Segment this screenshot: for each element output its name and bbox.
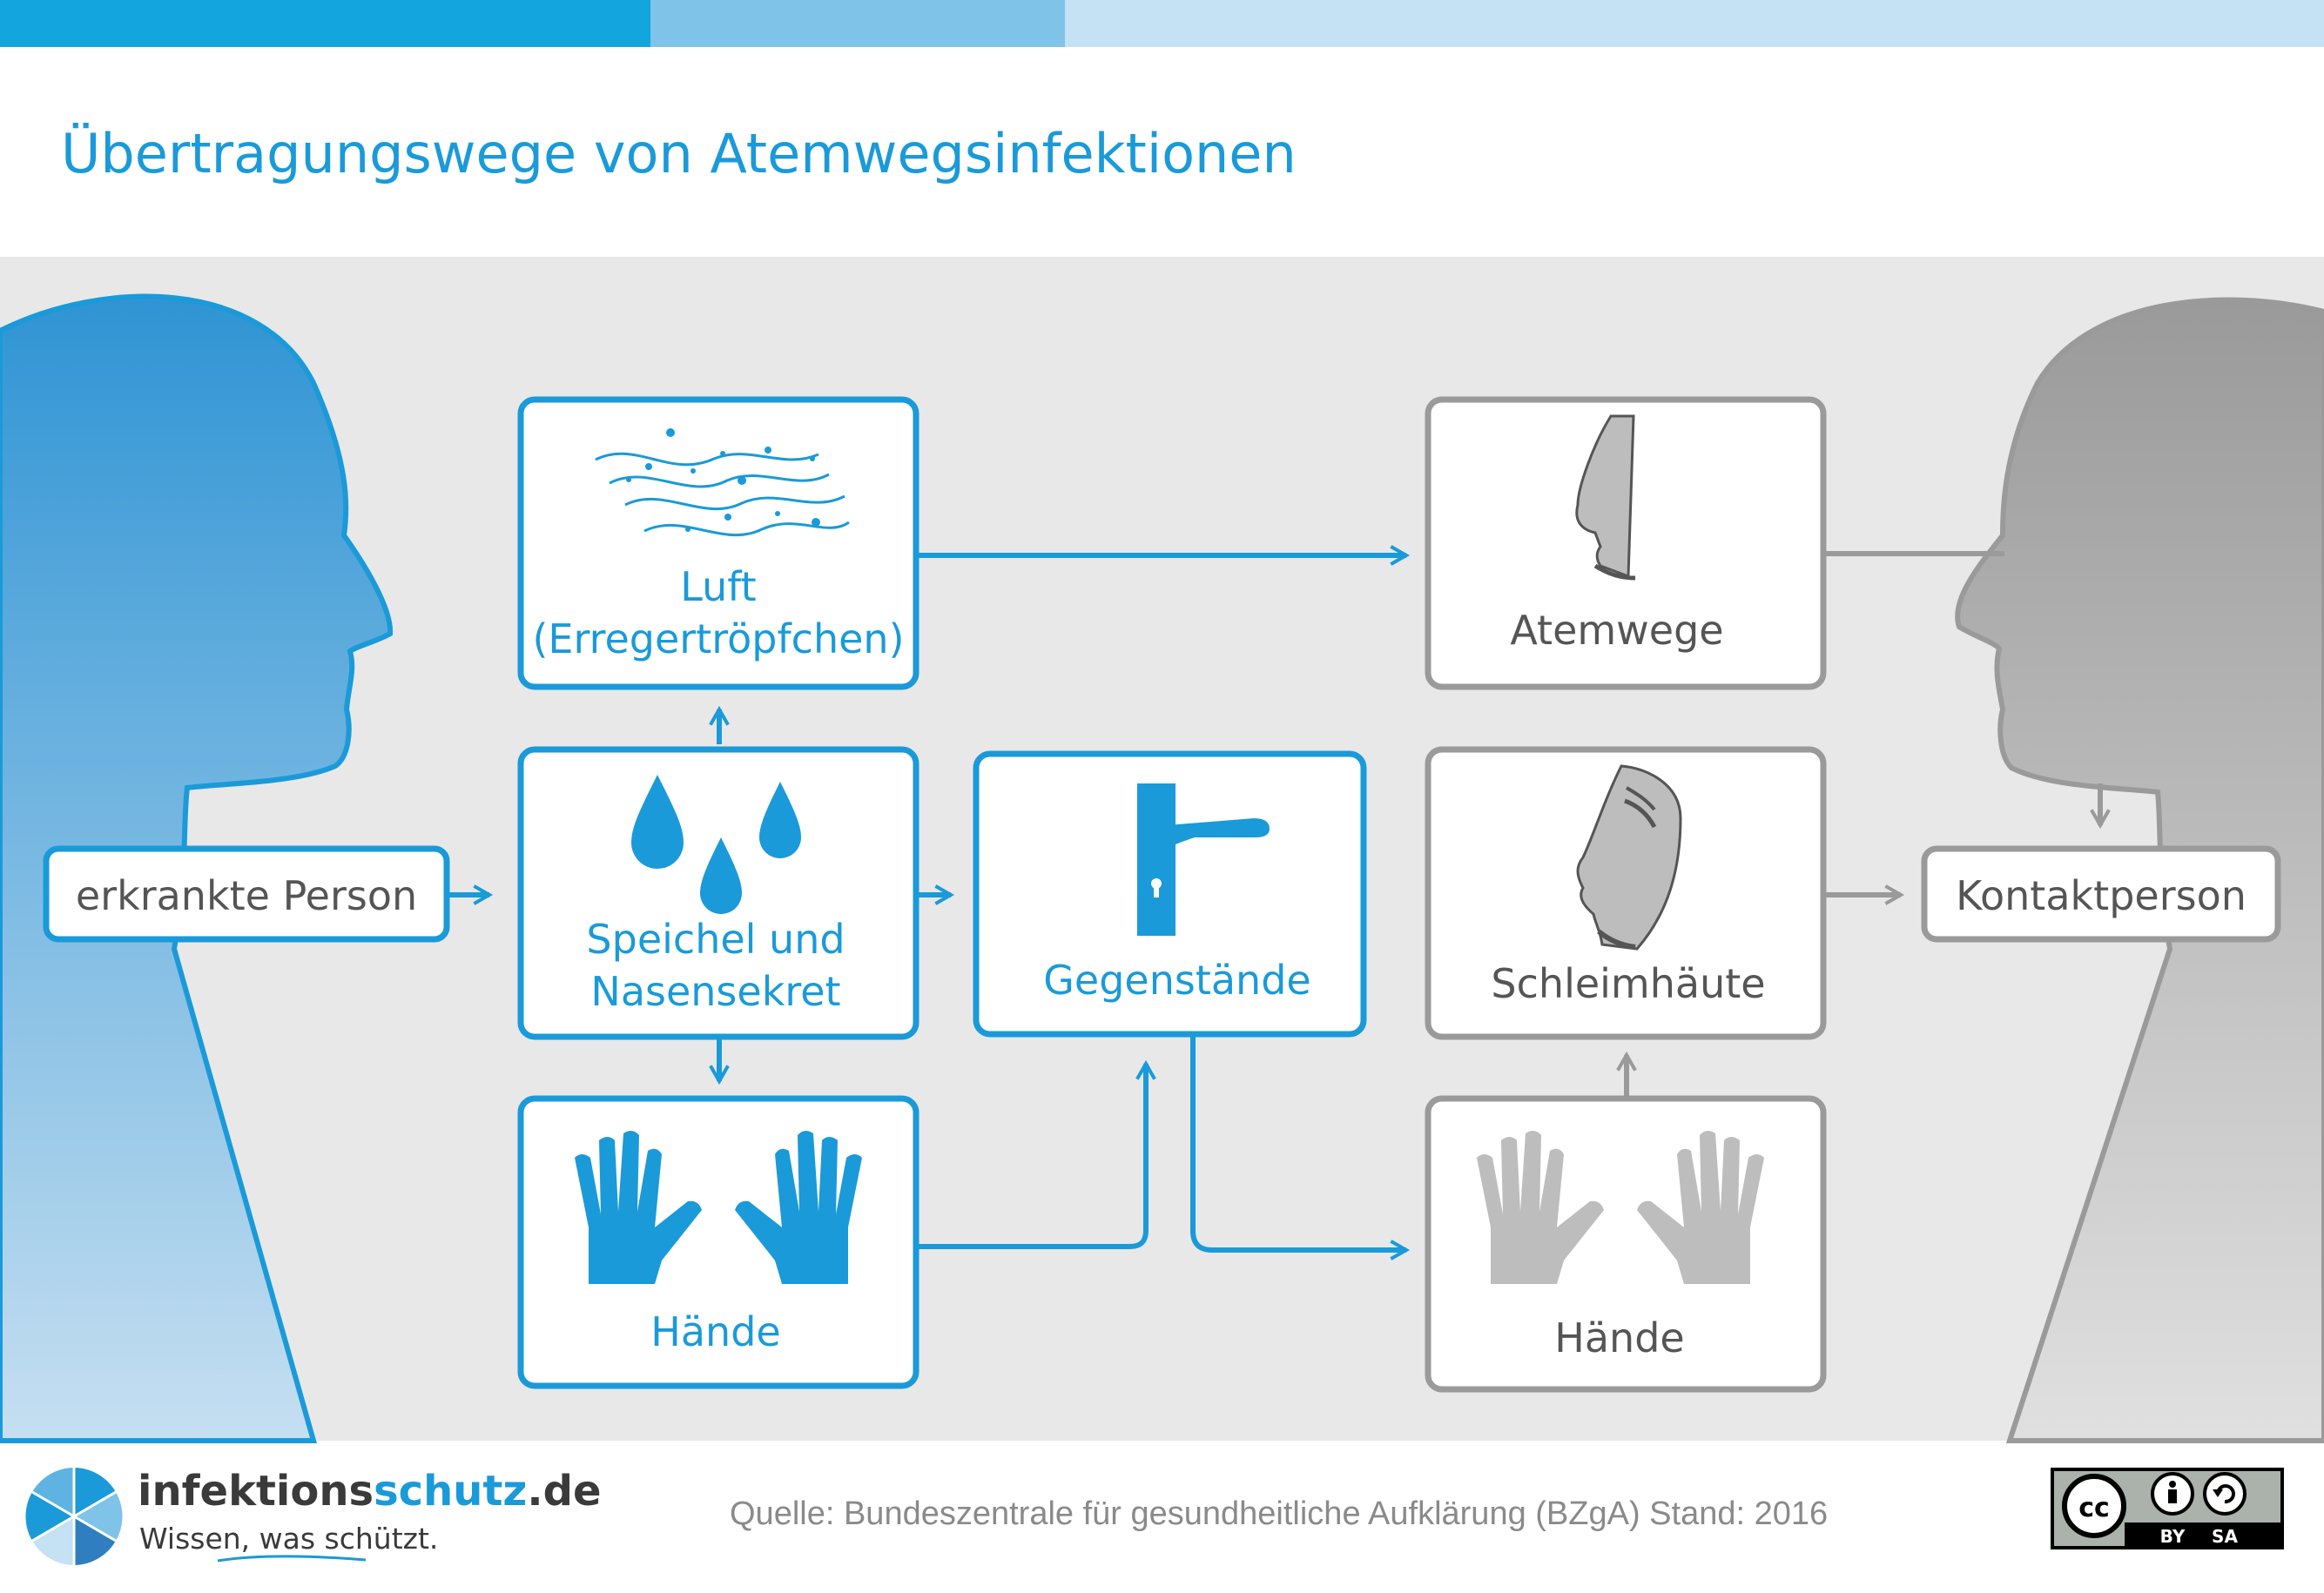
face-profile-icon xyxy=(1576,764,1682,951)
umbrella-logo-icon xyxy=(25,1468,123,1565)
mucosa-label: Schleimhäute xyxy=(1491,960,1765,1007)
by-label: BY xyxy=(2160,1526,2186,1547)
door-handle-icon xyxy=(1137,783,1270,936)
nose-icon xyxy=(1575,414,1636,581)
air-droplets-icon xyxy=(595,428,850,537)
brand-part-3: .de xyxy=(527,1467,602,1516)
hands-icon xyxy=(575,1130,862,1284)
sa-share-icon xyxy=(2216,1484,2235,1504)
brand-part-1: infektions xyxy=(138,1467,374,1516)
hands-source-label: Hände xyxy=(650,1308,780,1355)
top-bar-segment-3 xyxy=(1065,0,2324,47)
connector-lines xyxy=(446,545,2111,1260)
airways-label: Atemwege xyxy=(1510,607,1723,654)
source-person-node: erkrankte Person xyxy=(43,845,450,943)
source-note: Quelle: Bundeszentrale für gesundheitlic… xyxy=(730,1496,1829,1532)
hands-source-node: Hände xyxy=(517,1095,919,1389)
air-label-line2: (Erregertröpfchen) xyxy=(532,615,904,662)
top-bar-segment-1 xyxy=(0,0,650,47)
brand-part-2: schutz xyxy=(374,1467,528,1516)
air-label-line1: Luft xyxy=(680,563,756,610)
page-title: Übertragungswege von Atemwegsinfektionen xyxy=(61,122,1297,185)
hands-target-node: Hände xyxy=(1425,1095,1827,1393)
cc-label: cc xyxy=(2078,1493,2110,1523)
objects-node: Gegenstände xyxy=(973,750,1367,1038)
target-person-node: Kontaktperson xyxy=(1921,845,2281,943)
by-person-icon xyxy=(2169,1481,2176,1488)
mucosa-node: Schleimhäute xyxy=(1425,746,1827,1040)
hands-icon-gray xyxy=(1477,1130,1764,1284)
hands-target-label: Hände xyxy=(1554,1314,1684,1361)
arrow-objects-to-hands xyxy=(1190,1036,1411,1260)
infected-person-silhouette xyxy=(0,293,394,1443)
arrow-hands-to-objects xyxy=(916,1059,1156,1249)
cc-by-sa-license-badge: cc BY SA xyxy=(2051,1468,2284,1549)
top-bar-segment-2 xyxy=(650,0,1065,47)
brand-tagline: Wissen, was schützt. xyxy=(139,1522,439,1556)
objects-label: Gegenstände xyxy=(1043,957,1310,1004)
contact-person-silhouette xyxy=(1955,297,2324,1443)
airways-node: Atemwege xyxy=(1425,396,1827,690)
source-person-label: erkrankte Person xyxy=(76,872,417,919)
brand-logo-text: infektionsschutz.de xyxy=(138,1467,602,1516)
tagline-underline xyxy=(217,1555,367,1563)
air-node: Luft (Erregertröpfchen) xyxy=(517,396,919,690)
water-drops-icon xyxy=(631,775,801,914)
saliva-label-line2: Nasensekret xyxy=(590,968,840,1015)
sa-label: SA xyxy=(2212,1526,2238,1547)
target-person-label: Kontaktperson xyxy=(1956,872,2247,919)
saliva-node: Speichel und Nasensekret xyxy=(517,746,919,1040)
saliva-label-line1: Speichel und xyxy=(586,916,845,963)
